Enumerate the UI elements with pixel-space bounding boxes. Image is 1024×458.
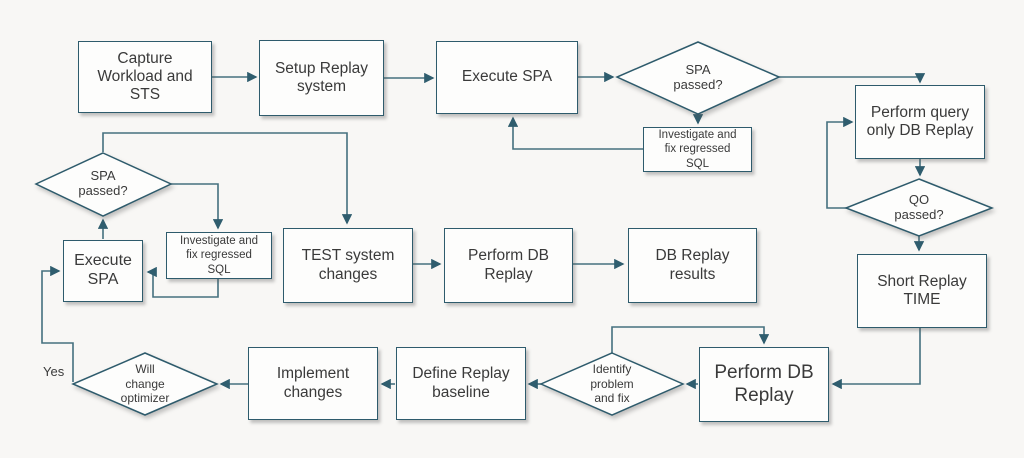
label-spa-passed-top: SPA passed? <box>673 62 723 92</box>
decision-spa-passed-top <box>615 41 781 115</box>
connector-qo-loop-to-perform-query <box>826 116 854 209</box>
node-execute-spa-left: Execute SPA <box>63 240 143 302</box>
connector-identify-loop-to-perform-db-bottom <box>611 326 770 353</box>
connector-investigate-top-to-execute <box>507 116 643 150</box>
label-will-change-optimizer: Will change optimizer <box>120 362 170 406</box>
node-short-replay-time: Short Replay TIME <box>857 254 987 328</box>
node-setup-replay: Setup Replay system <box>259 40 384 116</box>
decision-qo-passed <box>843 178 995 237</box>
connector-investigate-left-to-execute-left <box>146 266 219 298</box>
connector-will-change-yes-to-execute-left <box>41 265 74 382</box>
node-perform-db-replay-bottom: Perform DB Replay <box>699 347 829 422</box>
connector-spa-passed-to-perform-query <box>778 73 926 84</box>
decision-spa-passed-left <box>34 152 173 217</box>
decision-will-change-optimizer <box>71 352 219 416</box>
node-investigate-fix-left: Investigate and fix regressed SQL <box>166 232 272 279</box>
connector-short-replay-to-perform-db-bottom <box>831 328 921 390</box>
node-perform-db-replay-mid: Perform DB Replay <box>444 228 573 303</box>
node-test-system-changes: TEST system changes <box>283 228 413 303</box>
node-perform-query-only: Perform query only DB Replay <box>855 85 985 159</box>
edge-label-yes: Yes <box>43 364 65 379</box>
node-capture-workload: Capture Workload and STS <box>78 41 212 113</box>
node-implement-changes: Implement changes <box>248 347 378 420</box>
node-execute-spa-top: Execute SPA <box>436 41 578 114</box>
node-define-replay-baseline: Define Replay baseline <box>396 347 526 420</box>
connector-spa-passed-left-to-test-system <box>102 132 353 225</box>
node-investigate-fix-top: Investigate and fix regressed SQL <box>643 127 752 172</box>
label-identify-problem-fix: Identify problem and fix <box>590 362 634 406</box>
connector-spa-passed-left-to-investigate-left <box>171 183 224 230</box>
decision-identify-problem-fix <box>539 352 685 416</box>
label-qo-passed: QO passed? <box>894 192 944 222</box>
node-db-replay-results: DB Replay results <box>628 228 757 303</box>
label-spa-passed-left: SPA passed? <box>78 168 128 198</box>
